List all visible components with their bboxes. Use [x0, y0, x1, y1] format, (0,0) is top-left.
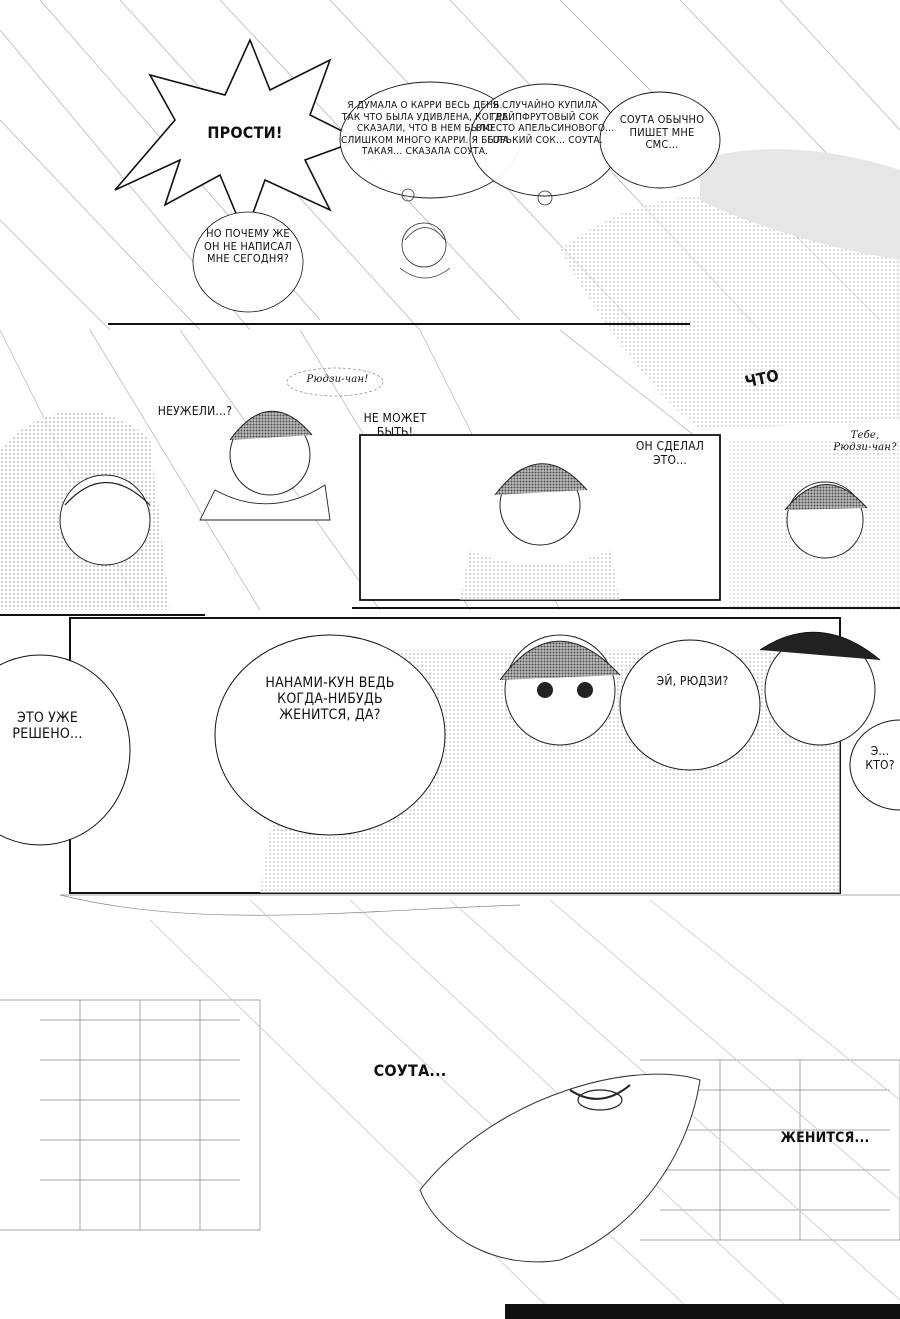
bubble-not-write: Но почему же он не написал мне сегодня? [204, 227, 292, 266]
closeup-face [419, 1073, 701, 1263]
chibi-doodles [399, 188, 553, 279]
bubble-ei: Эй, Рюдзи? [656, 674, 729, 688]
bubble-eto-uzhe: Это уже решено... [12, 710, 83, 743]
caption-zhenitsya: Женится... [780, 1130, 870, 1146]
top-tone-area [560, 192, 900, 430]
bubble-neuzheli: Неужели...? [157, 404, 233, 418]
bubble-ei-outline [619, 639, 761, 771]
bubble-eto-outline [0, 654, 131, 846]
bubble-ne-mozhet: Не может быть! [363, 411, 427, 439]
character-left-head [59, 474, 151, 566]
bubble-nanamin: Нанами-кун ведь когда-нибудь женится, да… [265, 675, 395, 724]
side-hand-right: Тебе, Рюдзи-чан? [833, 430, 897, 453]
side-hand-top: Рюдзи-чан! [306, 374, 369, 385]
bubble-on-sdelal: Он сделал это... [635, 439, 705, 467]
top-cloud-shape [700, 149, 900, 260]
caption-souta: Соута... [373, 1061, 447, 1080]
bubble-carrot: Я думала о карри весь день. Так что была… [341, 100, 509, 157]
bubble-edge: Э... кто? [865, 745, 895, 772]
bubble-juice: Я случайно купила грейпфрутовый сок вмес… [475, 100, 615, 146]
bubble-souta-outline [599, 91, 721, 189]
shout-text: Прости! [207, 123, 283, 142]
bottom-scene [0, 894, 900, 1241]
bubble-not-write-outline [192, 211, 304, 313]
bubble-souta: Соута обычно пишет мне смс... [619, 113, 705, 152]
bubble-nanamin-outline [214, 634, 446, 836]
